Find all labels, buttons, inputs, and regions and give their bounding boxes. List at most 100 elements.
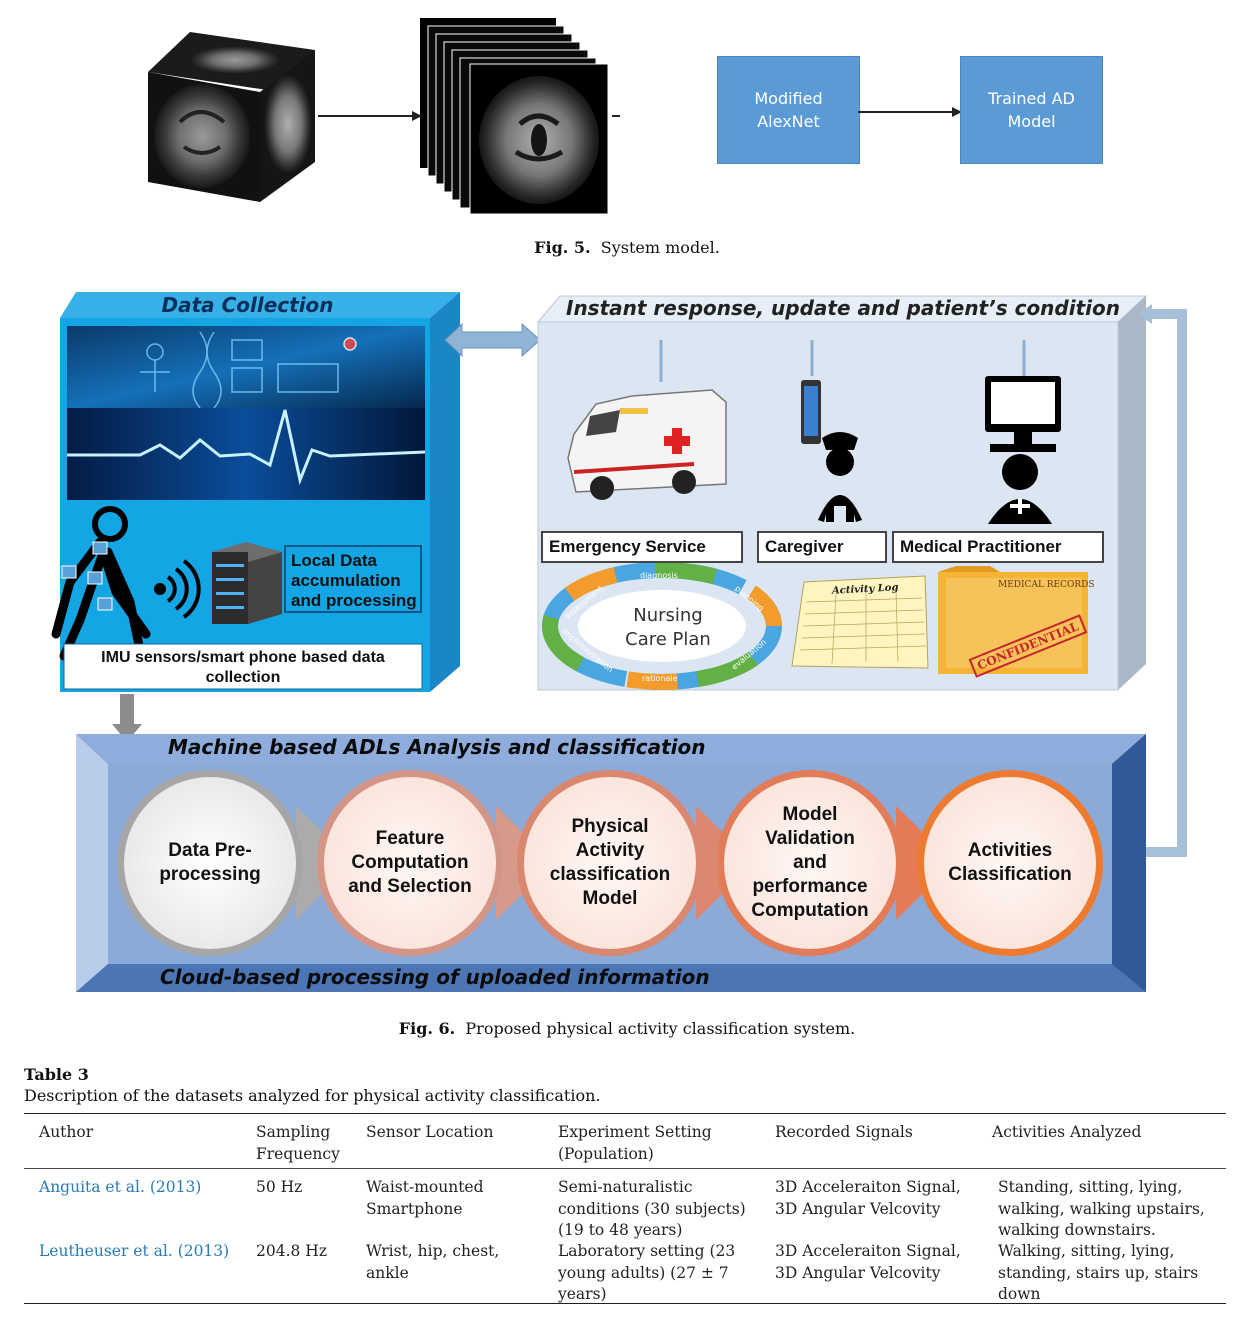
local-data-label: Local Data accumulation and processing [291,551,417,611]
cell-line: Standing, sitting, lying, [998,1178,1183,1196]
cell-line: 204.8 Hz [256,1242,327,1260]
mri-slice-stack [420,18,609,215]
table-row-1-signals: 3D Acceleraiton Signal, 3D Angular Velcov… [775,1177,961,1220]
imu-caption: IMU sensors/smart phone based data colle… [64,648,422,688]
activity-log-icon [791,575,929,669]
cloud-processing-title: Cloud-based processing of uploaded infor… [160,965,710,989]
cell-line: Smartphone [366,1199,463,1218]
nursing-care-plan-label: Nursing Care Plan [600,604,736,652]
step-line: performance [752,876,868,897]
step-line: Model [782,804,838,825]
arrow [858,107,962,117]
mri-images [148,18,620,215]
table-row-1-setting: Semi-naturalistic conditions (30 subjects… [558,1177,746,1242]
cell-line: 3D Acceleraiton Signal, [775,1242,961,1260]
cell-line[interactable]: Anguita et al. (2013) [39,1178,202,1196]
step-line: Classification [948,864,1072,885]
step-line: Feature [375,828,445,849]
nursing-line: Nursing [633,605,703,626]
cell-line: Laboratory setting (23 [558,1242,736,1260]
table-row-2-activities: Walking, sitting, lying,standing, stairs… [998,1241,1198,1306]
nursing-care-plan-graphic [542,562,782,690]
box-line: Trained AD [988,89,1075,108]
step-line: Data Pre- [168,840,252,861]
step-line: processing [159,864,261,885]
ambulance-icon [567,389,727,500]
header-experiment-setting: Experiment Setting (Population) [558,1122,712,1165]
step-data-preprocessing: Data Pre-processing [124,777,296,949]
header-recorded-signals: Recorded Signals [775,1122,913,1144]
step-line: Model [582,888,638,909]
table-row-1-activities: Standing, sitting, lying, walking, walkin… [998,1177,1205,1242]
ml-analysis-title: Machine based ADLs Analysis and classifi… [168,735,706,759]
caption-label: Fig. 5. [534,238,591,257]
step-line: Validation [765,828,855,849]
fig6-diagram [51,292,1187,992]
cell-line: Semi-naturalistic [558,1178,693,1196]
cell-line: Wrist, hip, chest, [366,1242,500,1260]
cell-line: ankle [366,1263,409,1282]
imu-caption-line: IMU sensors/smart phone based data [101,649,385,666]
cell-line: years) [558,1285,607,1303]
server-icon [212,542,282,624]
header-line: (Population) [558,1144,654,1163]
table-row-2-sensor: Wrist, hip, chest, ankle [366,1241,499,1284]
ring-word: diagnosis [640,571,678,580]
cell-line: walking, walking upstairs, [998,1199,1205,1218]
cell-line: down [998,1285,1041,1303]
cell-line: Walking, sitting, lying, [998,1242,1175,1260]
table-row-1-author-link[interactable]: Anguita et al. (2013) [39,1177,201,1199]
header-line: Sensor Location [366,1123,494,1141]
table-row-1-frequency: 50 Hz [256,1177,302,1199]
medical-practitioner-label: Medical Practitioner [892,531,1104,563]
table-row-2-author-link[interactable]: Leutheuser et al. (2013) [39,1241,229,1263]
cell-line: 3D Acceleraiton Signal, [775,1178,961,1196]
medical-records-folder-icon [938,566,1088,674]
wireless-icon [154,559,201,619]
data-collection-title: Data Collection [161,293,334,317]
step-line: and [793,852,827,873]
header-sensor-location: Sensor Location [366,1122,493,1144]
header-line: Author [39,1123,94,1141]
cell-line: conditions (30 subjects) [558,1199,746,1218]
local-data-line: Local Data [291,551,377,570]
nursing-line: Care Plan [625,629,711,650]
cell-line: Waist-mounted [366,1178,484,1196]
fig5-caption: Fig. 5. System model. [0,238,1254,257]
table-bottom-rule [24,1303,1226,1304]
table-row-2-setting: Laboratory setting (23 young adults) (27 … [558,1241,735,1306]
medical-records-label: MEDICAL RECORDS [998,580,1095,590]
header-activities-analyzed: Activities Analyzed [992,1122,1141,1144]
table-top-rule [24,1113,1226,1114]
header-line: Experiment Setting [558,1123,712,1141]
box-line: AlexNet [757,112,820,131]
step-line: Activity [575,840,645,861]
mri-cube [148,32,315,202]
process-circles [117,770,1103,956]
cell-line: 3D Angular Velcovity [775,1199,941,1218]
table-label: Table 3 [24,1065,89,1084]
local-data-line: and processing [291,591,417,610]
cell-line: young adults) (27 ± 7 [558,1263,729,1282]
down-arrow [112,694,142,742]
cell-line[interactable]: Leutheuser et al. (2013) [39,1242,230,1260]
cell-line: walking downstairs. [998,1221,1156,1239]
step-line: Activities [967,840,1053,861]
table-header-rule [24,1168,1226,1169]
table-row-2-signals: 3D Acceleraiton Signal, 3D Angular Velcov… [775,1241,961,1284]
caption-text: Proposed physical activity classificatio… [465,1019,856,1038]
caregiver-icon [801,380,862,522]
header-line: Activities Analyzed [992,1123,1142,1141]
header-author: Author [39,1122,93,1144]
imu-caption-line: collection [205,669,281,686]
cell-line: 3D Angular Velcovity [775,1263,941,1282]
box-line: Modified [754,89,823,108]
